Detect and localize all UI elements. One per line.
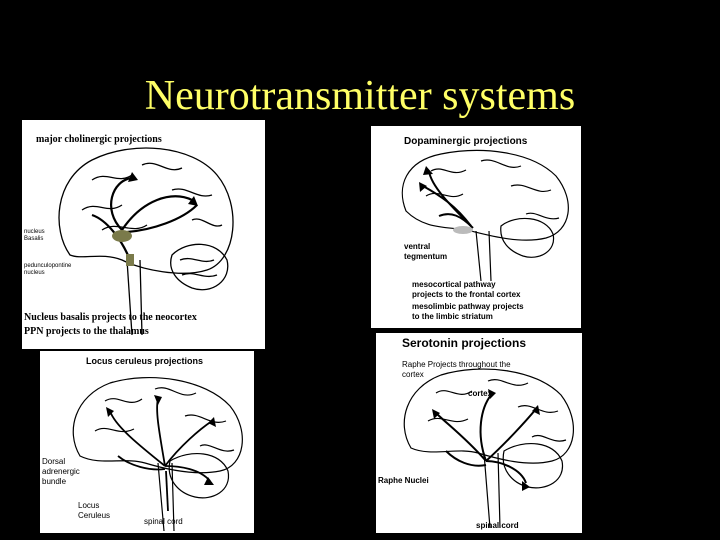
cholinergic-caption-2: PPN projects to the thalamus (24, 326, 149, 337)
ppn-marker (126, 254, 134, 266)
dorsal-adrenergic-bundle-label: Dorsal adrenergic bundle (42, 457, 80, 486)
ventral-tegmentum-label: ventral tegmentum (404, 242, 448, 261)
nucleus-basalis-label: nucleus Basalis (24, 229, 45, 242)
ppn-label: pedunculopontine nucleus (24, 263, 72, 276)
locus-ceruleus-heading: Locus ceruleus projections (86, 356, 204, 366)
locus-ceruleus-label: Locus Ceruleus (78, 501, 111, 520)
spinal-cord-label-locus: spinal cord (144, 517, 183, 526)
spinal-cord-label-serotonin: spinal cord (476, 521, 519, 530)
serotonin-brain-diagram (403, 368, 574, 529)
dopaminergic-brain-diagram (401, 149, 569, 282)
cortex-label: cortex (468, 389, 493, 398)
serotonin-heading: Serotonin projections (402, 336, 527, 350)
dopaminergic-caption-2: mesolimbic pathway projects to the limbi… (412, 302, 524, 321)
cholinergic-panel: major cholinergic projections nucleus Ba… (22, 120, 265, 349)
serotonin-subheading: Raphe Projects throughout the cortex (402, 360, 511, 379)
cholinergic-caption-1: Nucleus basalis projects to the neocorte… (24, 312, 197, 323)
cholinergic-heading: major cholinergic projections (36, 134, 162, 145)
dopaminergic-heading: Dopaminergic projections (404, 136, 528, 147)
slide-title: Neurotransmitter systems (144, 73, 576, 119)
dopaminergic-panel: Dopaminergic projections ventral tegment… (371, 126, 581, 328)
raphe-nuclei-label: Raphe Nuclei (378, 476, 429, 485)
cholinergic-brain-diagram (58, 147, 234, 336)
locus-ceruleus-panel: Locus ceruleus projections Dorsal adrene… (40, 351, 254, 533)
dopaminergic-caption-1: mesocortical pathway projects to the fro… (412, 280, 521, 299)
serotonin-panel: Serotonin projections Raphe Projects thr… (376, 333, 582, 533)
nucleus-basalis-marker (112, 230, 132, 242)
locus-ceruleus-brain-diagram (72, 377, 243, 532)
